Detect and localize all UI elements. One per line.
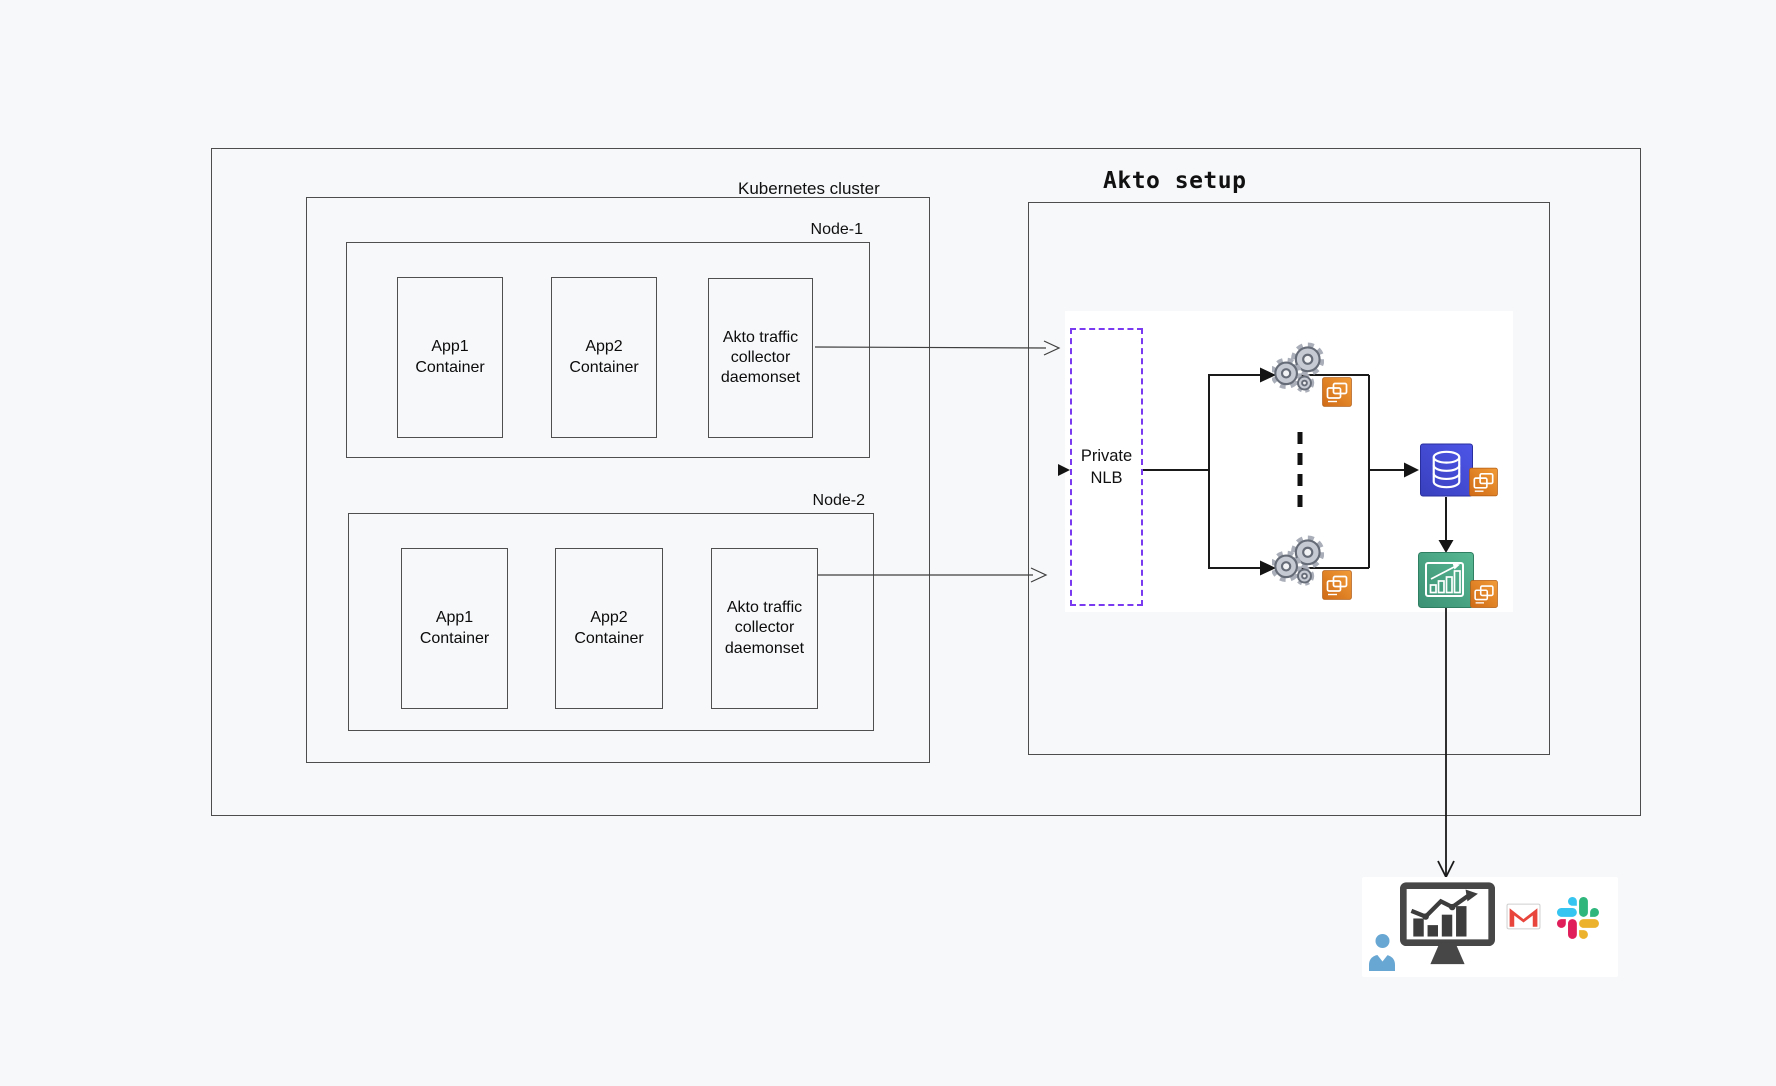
- node2-daemonset-label: Akto traffic collector daemonset: [724, 599, 805, 657]
- node2-app1-container: App1 Container: [401, 548, 508, 709]
- aws-container-service-icon: [1469, 467, 1498, 497]
- node2-label: Node-2: [812, 492, 865, 509]
- aws-container-service-icon: [1470, 580, 1498, 608]
- slack-icon: [1557, 897, 1599, 939]
- node1-akto-daemonset-container: Akto traffic collector daemonset: [708, 278, 813, 438]
- node1-app1-label: App1 Container: [415, 338, 485, 376]
- user-icon: [1369, 934, 1395, 971]
- kubernetes-cluster-box: [306, 197, 930, 763]
- node2-akto-daemonset-container: Akto traffic collector daemonset: [711, 548, 818, 709]
- node1-box: [346, 242, 870, 458]
- analytics-chart-icon: [1418, 552, 1474, 608]
- gears-icon: [1272, 342, 1324, 396]
- dashboard-monitor-icon: [1400, 882, 1495, 965]
- aws-container-service-icon: [1322, 377, 1352, 407]
- node1-label: Node-1: [810, 221, 863, 238]
- node2-app1-label: App1 Container: [419, 609, 490, 647]
- database-icon: [1420, 443, 1473, 497]
- private-nlb-box: Private NLB: [1070, 328, 1143, 606]
- akto-setup-box: [1028, 202, 1550, 755]
- node2-box: [348, 513, 874, 731]
- kubernetes-cluster-label: Kubernetes cluster: [738, 179, 880, 198]
- node1-app2-label: App2 Container: [569, 338, 639, 376]
- gears-icon: [1272, 535, 1324, 589]
- node1-daemonset-label: Akto traffic collector daemonset: [720, 328, 801, 387]
- outer-boundary-box: [211, 148, 1641, 816]
- aws-container-service-icon: [1322, 570, 1352, 600]
- gmail-icon: [1506, 903, 1541, 930]
- node1-app2-container: App2 Container: [551, 277, 657, 438]
- node1-app1-container: App1 Container: [397, 277, 503, 438]
- akto-setup-title: Akto setup: [1103, 168, 1247, 194]
- private-nlb-label: Private NLB: [1080, 446, 1133, 487]
- node2-app2-label: App2 Container: [574, 609, 644, 647]
- node2-app2-container: App2 Container: [555, 548, 663, 709]
